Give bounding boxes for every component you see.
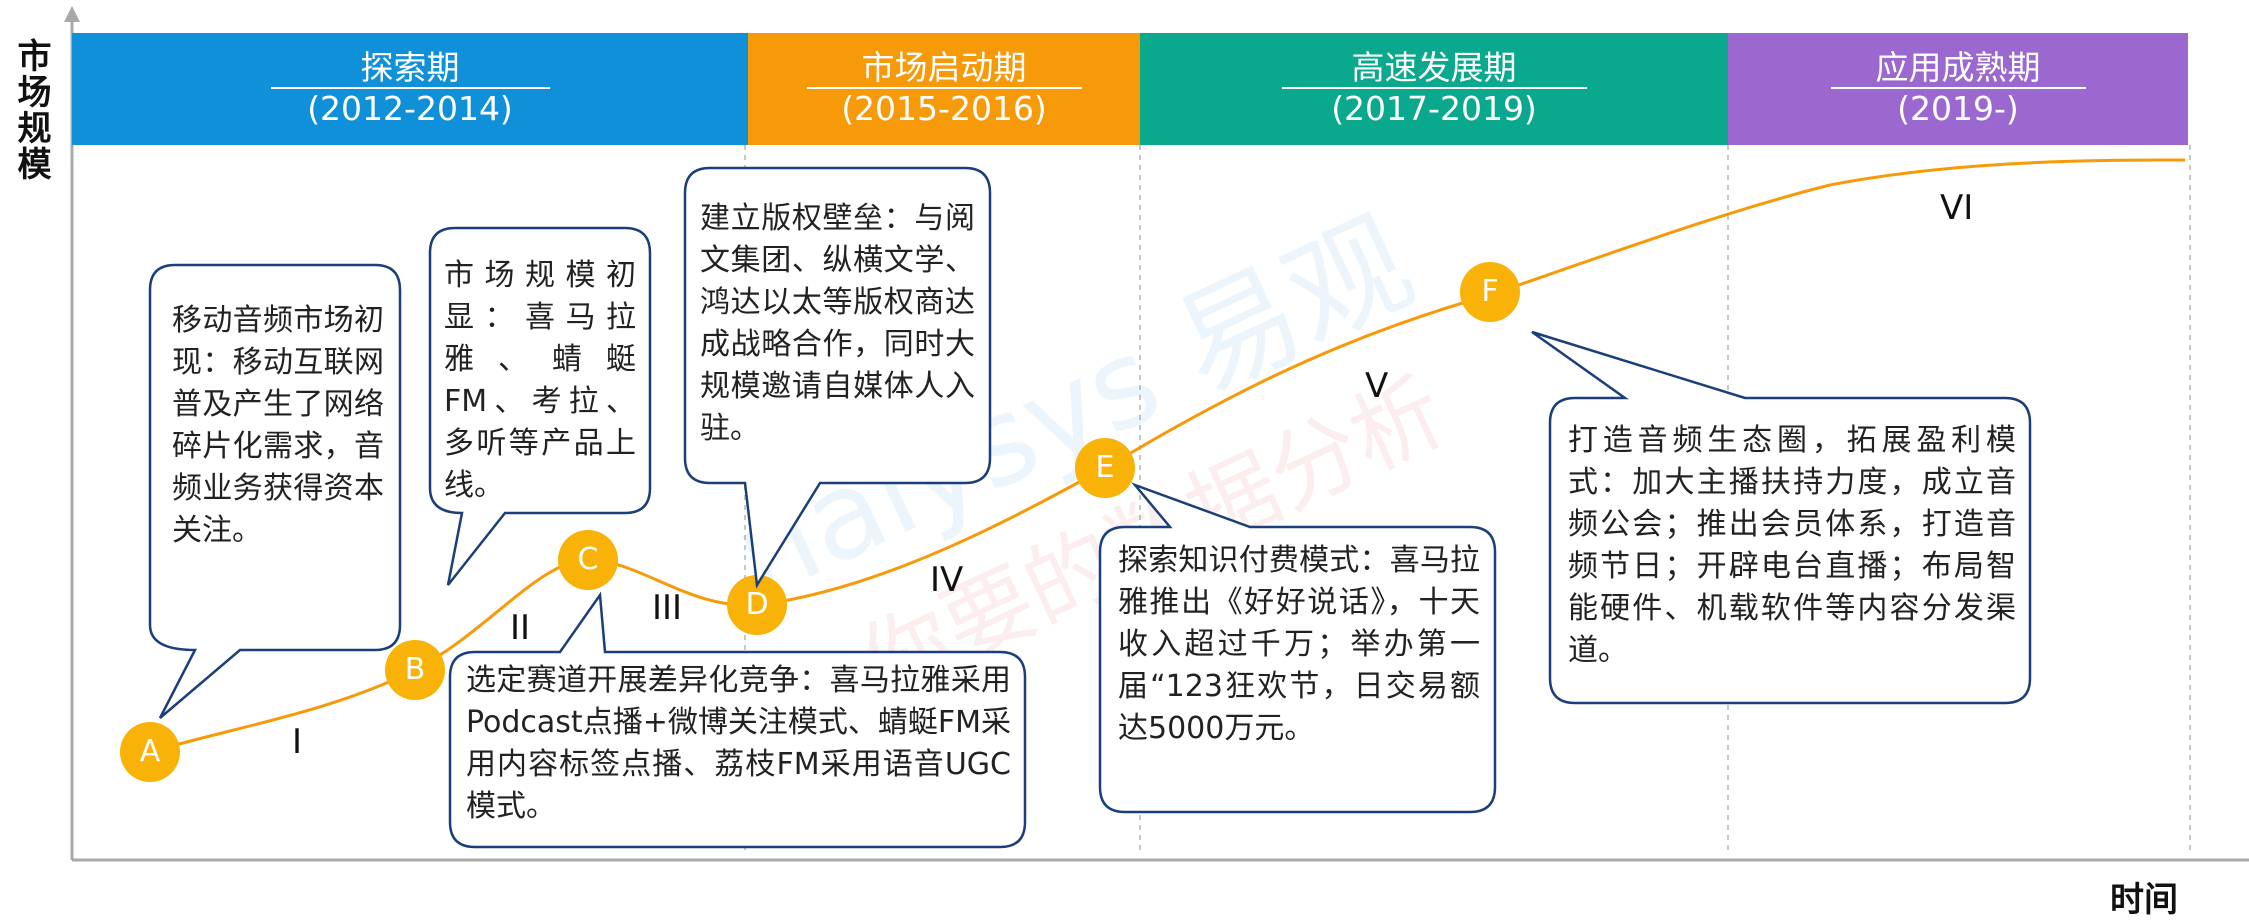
y-axis-label: 市场规模: [11, 38, 51, 182]
stage-label-5: V: [1365, 366, 1389, 406]
phase-years: (2015-2016): [841, 89, 1047, 128]
callout-6-text: 打造音频生态圈，拓展盈利模式：加大主播扶持力度，成立音频公会；推出会员体系，打造…: [1568, 423, 2016, 668]
callout-3-bubble: [448, 591, 1027, 849]
growth-curve: [149, 158, 2186, 754]
point-b-circle: [385, 640, 445, 700]
phase-band-launch: 市场启动期 (2015-2016): [748, 33, 1140, 145]
phase-name: 应用成熟期: [1830, 49, 2086, 89]
callout-5-text: 探索知识付费模式：喜马拉雅推出《好好说话》，十天收入超过千万；举办第一届“123…: [1118, 543, 1480, 746]
phase-years: (2012-2014): [307, 89, 513, 128]
point-a-circle: [120, 722, 180, 782]
callout-2-text: 市场规模初显：喜马拉雅、蜻蜓FM、考拉、多听等产品上线。: [444, 258, 636, 503]
phase-years: (2017-2019): [1331, 89, 1537, 128]
phase-name: 探索期: [270, 49, 550, 89]
phase-band-mature: 应用成熟期 (2019-): [1728, 33, 2188, 145]
phase-band-growth: 高速发展期 (2017-2019): [1140, 33, 1728, 145]
callout-4-text: 建立版权壁垒：与阅文集团、纵横文学、鸿达以太等版权商达成战略合作，同时大规模邀请…: [700, 201, 975, 446]
phase-band-exploration: 探索期 (2012-2014): [72, 33, 748, 145]
stage-label-6: VI: [1940, 188, 1974, 228]
stage-label-4: IV: [930, 560, 964, 600]
callout-1-bubble: [148, 263, 402, 719]
callout-3-text: 选定赛道开展差异化竞争：喜马拉雅采用Podcast点播+微博关注模式、蜻蜓FM采…: [466, 663, 1011, 824]
point-f-circle: [1460, 262, 1520, 322]
point-b-label: B: [404, 652, 426, 687]
stage-label-2: II: [510, 608, 531, 648]
stage-label-3: III: [652, 588, 683, 628]
point-a-label: A: [139, 734, 161, 769]
phase-years: (2019-): [1897, 89, 2019, 128]
callout-6-bubble: [1531, 330, 2032, 705]
point-c-label: C: [577, 542, 599, 577]
y-axis-arrow: [64, 6, 80, 22]
phase-name: 高速发展期: [1281, 49, 1587, 89]
callout-5-bubble: [1098, 482, 1497, 814]
stage-label-1: I: [292, 722, 303, 762]
point-d-label: D: [745, 587, 769, 622]
point-e-circle: [1075, 438, 1135, 498]
point-e-label: E: [1095, 450, 1115, 485]
callout-1-text: 移动音频市场初现：移动互联网普及产生了网络碎片化需求，音频业务获得资本关注。: [172, 303, 384, 548]
phase-name: 市场启动期: [806, 49, 1082, 89]
callout-4-bubble: [683, 166, 992, 589]
callout-2-bubble: [428, 226, 652, 586]
point-f-label: F: [1481, 274, 1499, 309]
point-d-circle: [727, 575, 787, 635]
x-axis-label: 时间: [2110, 880, 2178, 920]
point-c-circle: [558, 530, 618, 590]
